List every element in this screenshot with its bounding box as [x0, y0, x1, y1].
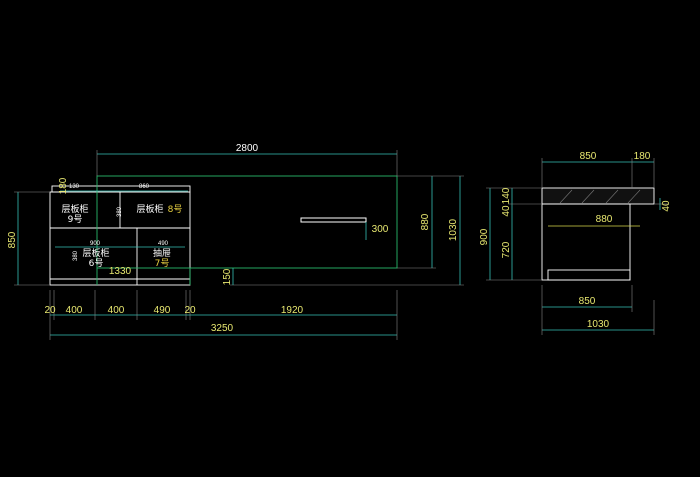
dim-1030-right: 1030 [448, 218, 459, 241]
cell-num-8: 8号 [168, 204, 183, 215]
dim-880: 880 [420, 213, 431, 230]
dim-side-140: 140 [501, 187, 512, 204]
dim-130: 130 [69, 184, 80, 190]
dim-150: 150 [222, 268, 233, 285]
side-cabinet-body [541, 203, 631, 281]
dim-380a: 380 [117, 206, 123, 217]
cell-label-8: 层板柜 [136, 203, 163, 215]
dim-b-490: 490 [154, 305, 171, 316]
cell-num-9: 9号 [68, 214, 83, 225]
dim-b-20b: 20 [184, 305, 196, 316]
dim-1330: 1330 [109, 266, 132, 277]
dim-side-850-bottom: 850 [579, 296, 596, 307]
cell-label-9: 层板柜 [61, 203, 88, 215]
dim-3250: 3250 [211, 323, 234, 334]
side-elevation: 880 850 180 40 140 720 900 40 850 1030 [479, 151, 672, 335]
dim-b-1920: 1920 [281, 305, 304, 316]
dim-860: 860 [139, 184, 150, 190]
dim-490-inner: 490 [158, 241, 169, 247]
counter-panel [96, 175, 398, 269]
dim-side-180: 180 [634, 151, 651, 162]
dim-300: 300 [372, 224, 389, 235]
dim-side-40: 40 [501, 205, 512, 217]
dim-2800: 2800 [236, 143, 259, 154]
cell-num-6: 6号 [89, 258, 104, 269]
dim-side-880: 880 [596, 214, 613, 225]
dim-side-40-right: 40 [661, 200, 672, 212]
dim-side-900: 900 [479, 228, 490, 245]
dim-900-inner: 900 [90, 241, 101, 247]
side-cabinet-base [547, 269, 631, 281]
dim-b-20a: 20 [44, 305, 56, 316]
dim-380b: 380 [73, 250, 79, 261]
dim-side-850-top: 850 [580, 151, 597, 162]
cell-label-6: 层板柜 [82, 247, 109, 259]
dim-850-left: 850 [7, 231, 18, 248]
dim-b-400a: 400 [66, 305, 83, 316]
front-elevation: 2800 180 130 860 850 880 1030 300 150 层板… [7, 143, 464, 340]
top-panel [51, 185, 191, 193]
cell-num-7: 7号 [155, 258, 170, 269]
side-countertop [541, 187, 655, 205]
dim-180: 180 [58, 177, 69, 194]
handle-bar [300, 217, 367, 223]
dim-side-720: 720 [501, 241, 512, 258]
cell-label-7: 抽屉 [153, 247, 171, 259]
dim-b-400b: 400 [108, 305, 125, 316]
dim-side-1030-bottom: 1030 [587, 319, 610, 330]
